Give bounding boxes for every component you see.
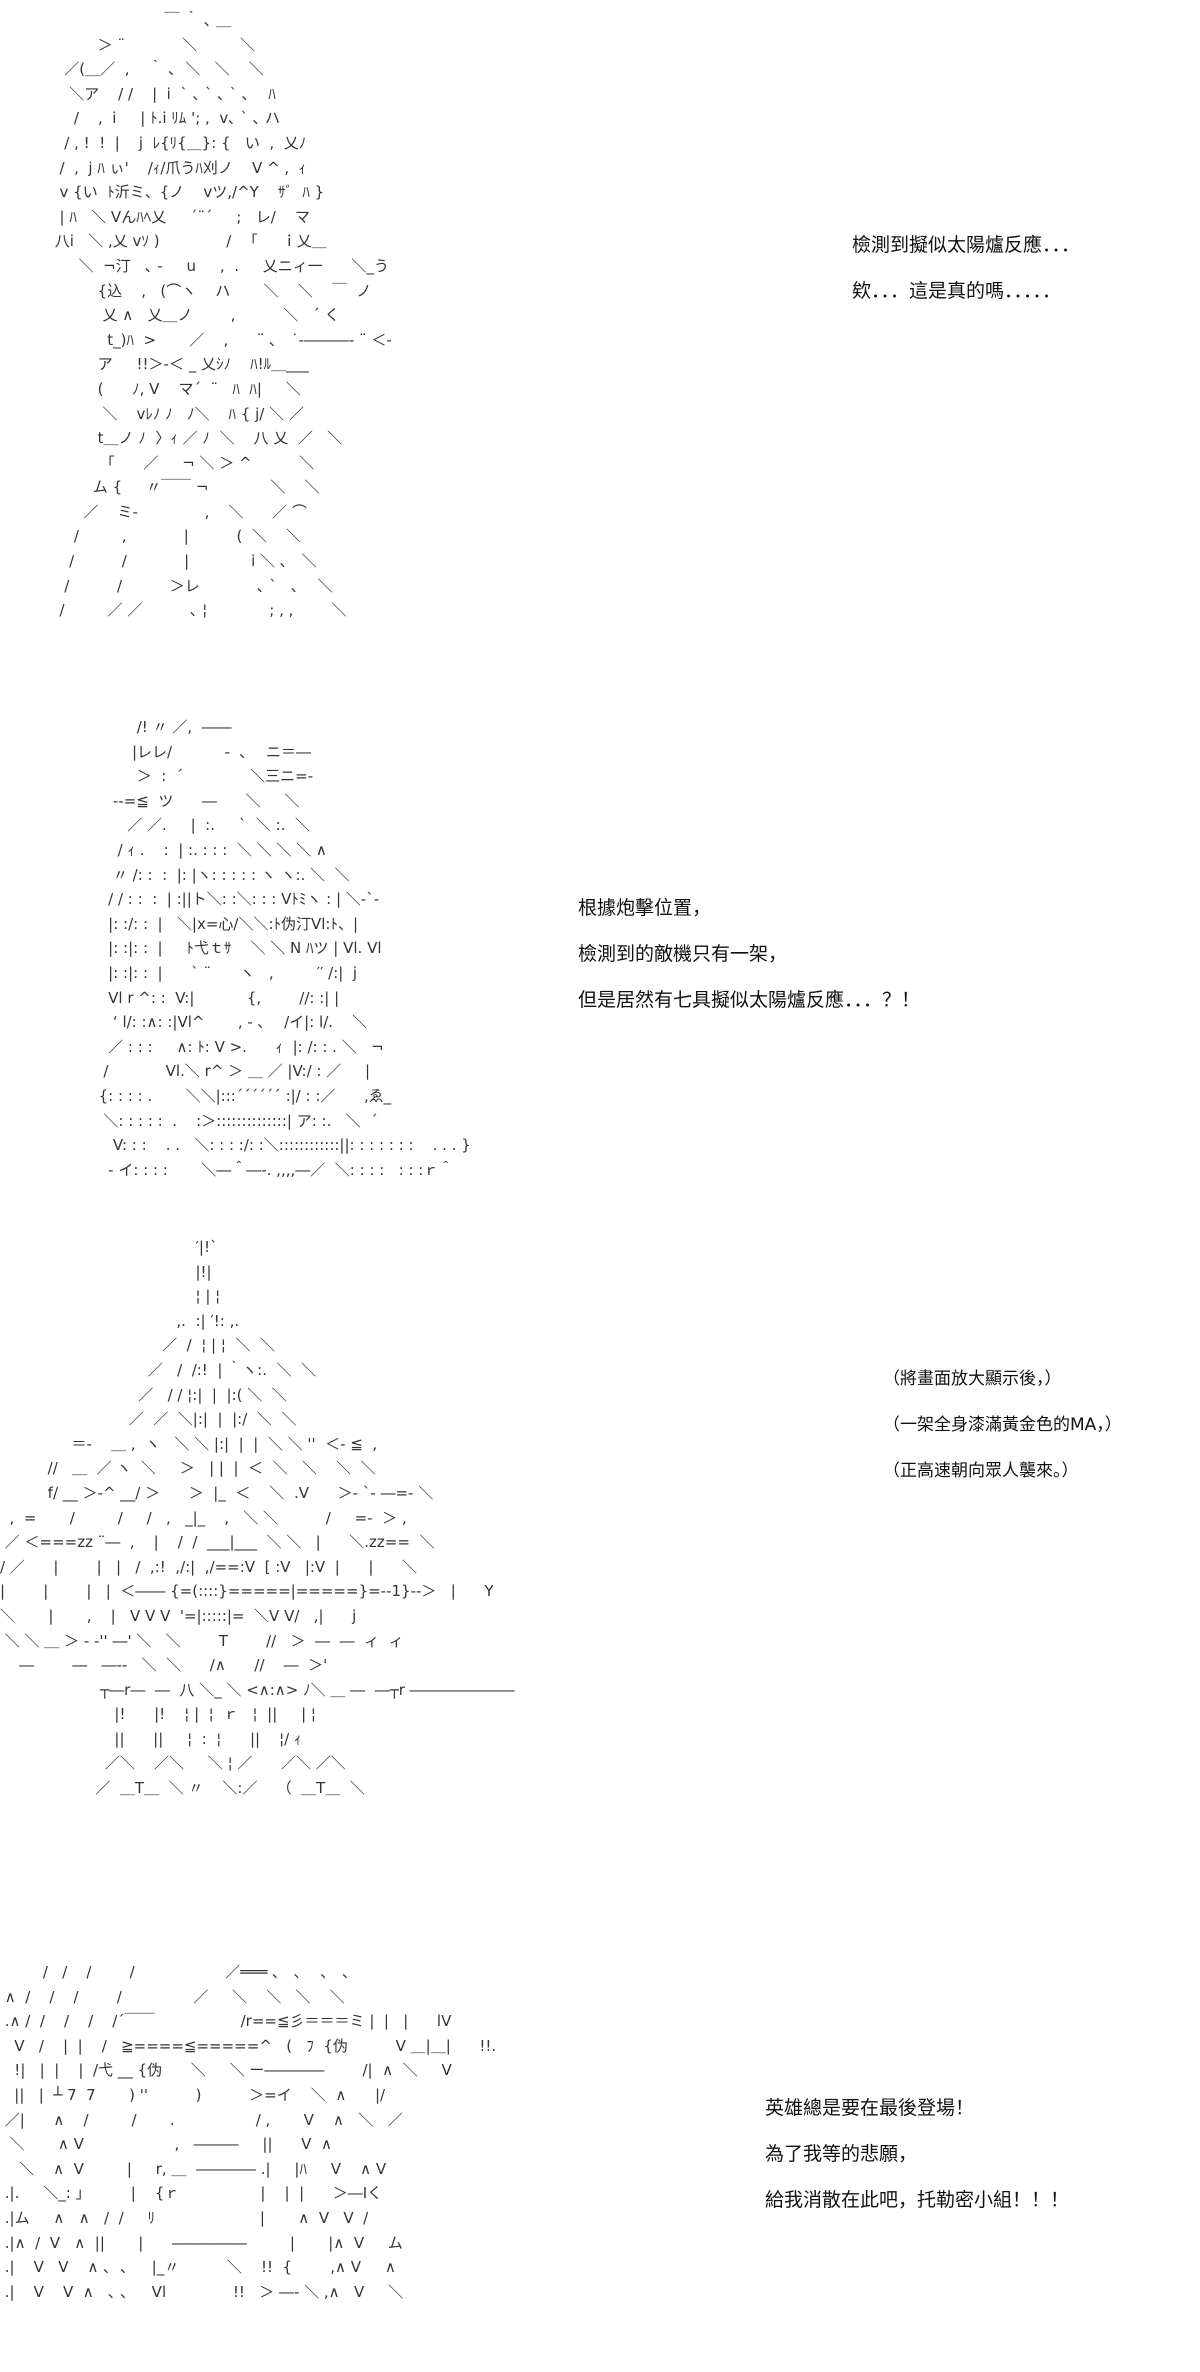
dialogue-line: 為了我等的悲願， [765,2143,918,2165]
dialogue-line: 給我消散在此吧，托勒密小組！！！ [765,2189,1070,2211]
dialogue-line: （將畫面放大顯示後，） [883,1369,1062,1389]
panel-4: / / / / ／═══ ､ ､ ､ ､ ∧ / / / / ／ ＼ ＼ ＼ ＼… [0,1900,1200,2372]
panel-3: ′|!` |!| ¦ | ¦ ,. :| ′!: ,. ／ / ¦ | ¦ ＼ … [0,1220,1200,1900]
ascii-art-pilot: / / / / ／═══ ､ ､ ､ ､ ∧ / / / / ／ ＼ ＼ ＼ ＼… [4,1963,497,2301]
dialogue-line: （一架全身漆滿黃金色的MA，） [883,1415,1122,1435]
panel-2: /! 〃 ／, ―― |レレ/ ‐ ､ ニ＝― ＞ : ´ ＼三ニ=‐ ‐‐=≦… [0,700,1200,1220]
ascii-art-mobile-armor: ′|!` |!| ¦ | ¦ ,. :| ′!: ,. ／ / ¦ | ¦ ＼ … [0,1238,515,1798]
dialogue-box: （將畫面放大顯示後，） （一架全身漆滿黃金色的MA，） （正高速朝向眾人襲來。） [883,1356,1122,1494]
dialogue-line: 欸．．．這是真的嗎．．．．． [852,280,1062,302]
dialogue-line: 根據炮擊位置， [578,897,712,919]
dialogue-line: 但是居然有七具擬似太陽爐反應．．．？！ [578,989,921,1011]
dialogue-box: 檢測到擬似太陽爐反應．．． 欸．．．這是真的嗎．．．．． [852,222,1080,314]
dialogue-line: （正高速朝向眾人襲來。） [883,1461,1079,1481]
dialogue-line: 檢測到的敵機只有一架， [578,943,788,965]
dialogue-box: 英雄總是要在最後登場！ 為了我等的悲願， 給我消散在此吧，托勒密小組！！！ [765,2085,1069,2223]
dialogue-line: 英雄總是要在最後登場！ [765,2097,975,2119]
ascii-art-character: ￣ ｀ ､ ＿ ＞ ¨ ＼ ＼ ／(＿／ , ｀ ､ ＼ ＼ ＼ ＼ア / / … [54,11,392,620]
panel-1: ￣ ｀ ､ ＿ ＞ ¨ ＼ ＼ ／(＿／ , ｀ ､ ＼ ＼ ＼ ＼ア / / … [0,0,1200,700]
ascii-art-character: /! 〃 ／, ―― |レレ/ ‐ ､ ニ＝― ＞ : ´ ＼三ニ=‐ ‐‐=≦… [98,718,471,1179]
dialogue-box: 根據炮擊位置， 檢測到的敵機只有一架， 但是居然有七具擬似太陽爐反應．．．？！ [578,885,920,1023]
dialogue-line: 檢測到擬似太陽爐反應．．． [852,234,1081,256]
